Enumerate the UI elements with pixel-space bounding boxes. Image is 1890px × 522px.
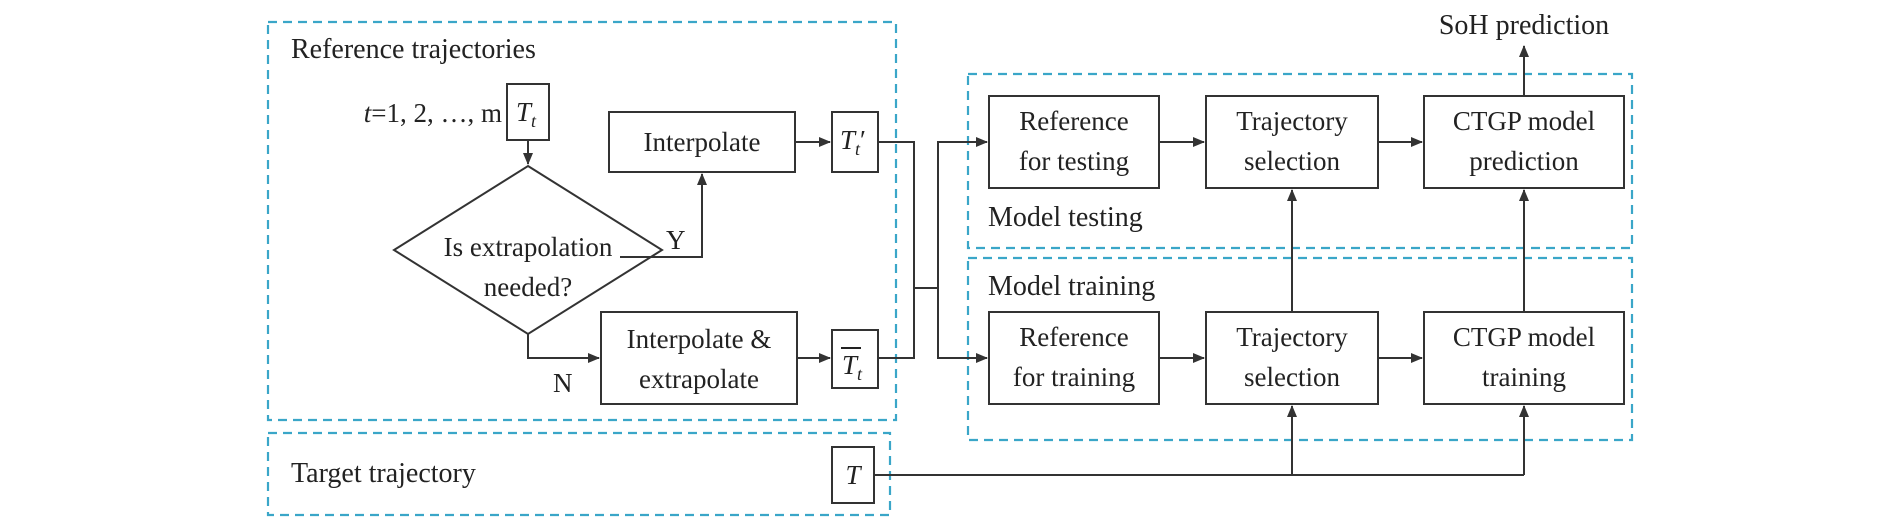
reference-section-title: Reference trajectories <box>291 34 536 65</box>
target-trajectory-symbol: T <box>845 460 862 490</box>
training-section-title: Model training <box>988 271 1155 302</box>
training-section-frame <box>966 256 1634 442</box>
arrow-no-to-extrapolate <box>527 334 600 363</box>
trajectory-selection-training-line-1: Trajectory <box>1236 322 1348 352</box>
arrow-to-reference-training <box>937 142 988 363</box>
decision-no-label: N <box>553 368 573 398</box>
ctgp-training-line-1: CTGP model <box>1453 322 1595 352</box>
extrapolated-trajectory-symbol: Tt <box>842 350 863 384</box>
merge-line-top <box>878 141 915 359</box>
decision-line-2: needed? <box>484 272 572 302</box>
trajectory-selection-testing-line-2: selection <box>1244 146 1340 176</box>
trajectory-selection-training-line-2: selection <box>1244 362 1340 392</box>
ctgp-training-box <box>1423 311 1625 405</box>
trajectory-selection-training-box <box>1205 311 1379 405</box>
ctgp-prediction-line-1: CTGP model <box>1453 106 1595 136</box>
testing-section-frame <box>966 72 1634 250</box>
interpolate-box <box>608 111 796 173</box>
interpolate-extrapolate-box <box>600 311 798 405</box>
interpolate-extrapolate-line-1: Interpolate & <box>627 324 772 354</box>
reference-training-line-2: for training <box>1013 362 1135 392</box>
reference-trajectory-symbol: Tt <box>516 97 537 131</box>
extrapolated-trajectory-box <box>831 329 879 389</box>
testing-section-title: Model testing <box>988 202 1143 233</box>
trajectory-selection-testing-line-1: Trajectory <box>1236 106 1348 136</box>
reference-section-frame <box>266 20 898 422</box>
reference-training-box <box>988 311 1160 405</box>
ctgp-prediction-box <box>1423 95 1625 189</box>
loop-range-label: t=1, 2, …, m <box>364 98 502 128</box>
reference-training-line-1: Reference <box>1019 322 1128 352</box>
soh-prediction-label: SoH prediction <box>1439 10 1609 41</box>
arrow-yes-to-interpolate <box>620 173 707 258</box>
interpolate-label: Interpolate <box>644 127 761 157</box>
reference-testing-line-2: for testing <box>1019 146 1129 176</box>
interpolate-extrapolate-line-2: extrapolate <box>639 364 759 394</box>
ctgp-training-line-2: training <box>1482 362 1566 392</box>
reference-testing-line-1: Reference <box>1019 106 1128 136</box>
reference-trajectory-box <box>506 83 550 141</box>
target-section-title: Target trajectory <box>291 458 476 489</box>
interpolated-trajectory-symbol: Tt′ <box>840 125 866 159</box>
decision-yes-label: Y <box>666 225 686 255</box>
ctgp-prediction-line-2: prediction <box>1469 146 1579 176</box>
trajectory-selection-testing-box <box>1205 95 1379 189</box>
decision-line-1: Is extrapolation <box>444 232 613 262</box>
